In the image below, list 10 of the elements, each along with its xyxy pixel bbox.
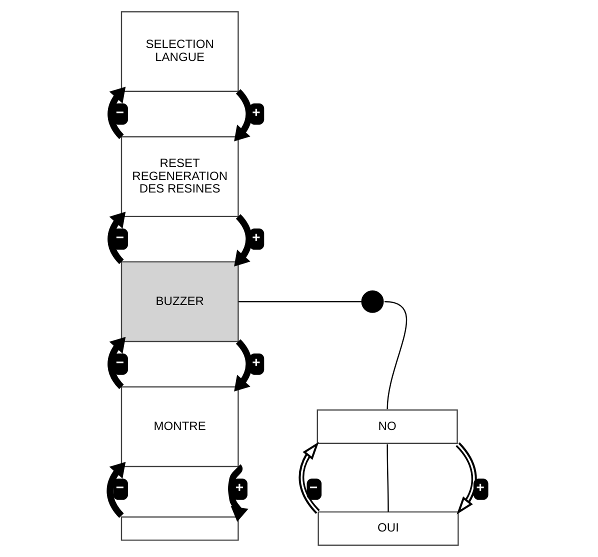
edge-label: − [116,354,124,370]
edge-label: + [476,479,484,496]
edge-label: + [252,104,260,120]
edge-label: + [252,354,260,370]
edge-label: − [116,104,124,120]
edge-label: + [252,228,260,245]
edge-label: − [116,479,124,496]
edge-label: − [310,479,318,496]
edge-label: − [116,228,124,245]
edge-label: + [235,479,244,496]
